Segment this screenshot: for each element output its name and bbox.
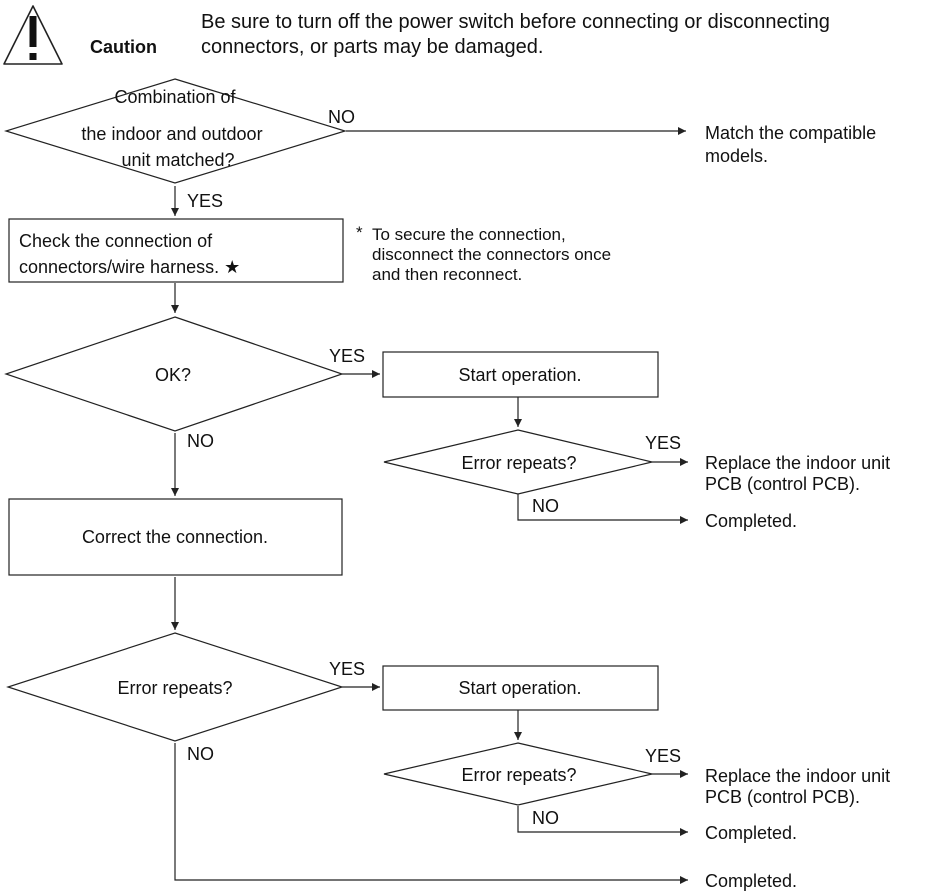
note-line3: and then reconnect. bbox=[372, 265, 522, 284]
err2-no-label: NO bbox=[532, 496, 559, 516]
err2-yes-label: YES bbox=[645, 433, 681, 453]
err3-yes-label: YES bbox=[645, 746, 681, 766]
match-line2: models. bbox=[705, 146, 768, 166]
replace-1-line1: Replace the indoor unit bbox=[705, 453, 890, 473]
decision-ok: OK? bbox=[4, 316, 344, 432]
ok-no-label: NO bbox=[187, 431, 214, 451]
combination-line3: unit matched? bbox=[121, 150, 234, 170]
combination-no-label: NO bbox=[328, 107, 355, 127]
completed-1: Completed. bbox=[705, 511, 797, 531]
caution-header: Caution Be sure to turn off the power sw… bbox=[3, 5, 830, 65]
note-line2: disconnect the connectors once bbox=[372, 245, 611, 264]
combination-line1: Combination of bbox=[114, 87, 236, 107]
err1-yes-label: YES bbox=[329, 659, 365, 679]
correct-label: Correct the connection. bbox=[82, 527, 268, 547]
caution-text-line1: Be sure to turn off the power switch bef… bbox=[201, 11, 830, 33]
ok-yes-label: YES bbox=[329, 346, 365, 366]
caution-label: Caution bbox=[90, 37, 157, 57]
completed-3: Completed. bbox=[705, 871, 797, 891]
replace-1-line2: PCB (control PCB). bbox=[705, 474, 860, 494]
connectors bbox=[171, 127, 688, 884]
edge-err2-no bbox=[517, 494, 688, 524]
warning-icon-bar bbox=[29, 16, 37, 47]
error-repeats-1-label: Error repeats? bbox=[117, 678, 232, 698]
match-line1: Match the compatible bbox=[705, 123, 876, 143]
start-operation-1-label: Start operation. bbox=[458, 365, 581, 385]
note-reconnect: * To secure the connection, disconnect t… bbox=[356, 223, 611, 284]
process-check-connection: Check the connection of connectors/wire … bbox=[8, 218, 344, 283]
combination-line2: the indoor and outdoor bbox=[81, 124, 262, 144]
decision-error-repeats-3: Error repeats? bbox=[383, 742, 653, 806]
start-operation-2-label: Start operation. bbox=[458, 678, 581, 698]
error-repeats-2-label: Error repeats? bbox=[461, 453, 576, 473]
decision-combination: Combination of the indoor and outdoor un… bbox=[3, 78, 348, 184]
err3-no-label: NO bbox=[532, 808, 559, 828]
process-correct-connection: Correct the connection. bbox=[8, 498, 343, 576]
process-start-operation-1: Start operation. bbox=[382, 351, 659, 398]
check-line2: connectors/wire harness. ★ bbox=[19, 257, 240, 277]
caution-text-line2: connectors, or parts may be damaged. bbox=[201, 36, 543, 58]
err1-no-label: NO bbox=[187, 744, 214, 764]
error-repeats-3-label: Error repeats? bbox=[461, 765, 576, 785]
check-line1: Check the connection of bbox=[19, 231, 213, 251]
decision-error-repeats-1: Error repeats? bbox=[6, 632, 344, 742]
note-line1: To secure the connection, bbox=[372, 225, 566, 244]
edge-err1-no bbox=[174, 743, 688, 884]
note-mark: * bbox=[356, 223, 363, 242]
combination-yes-label: YES bbox=[187, 191, 223, 211]
completed-2: Completed. bbox=[705, 823, 797, 843]
process-start-operation-2: Start operation. bbox=[382, 665, 659, 711]
replace-2-line1: Replace the indoor unit bbox=[705, 766, 890, 786]
replace-2-line2: PCB (control PCB). bbox=[705, 787, 860, 807]
warning-icon-dot bbox=[29, 53, 37, 60]
ok-label: OK? bbox=[155, 365, 191, 385]
edge-err3-no bbox=[517, 806, 688, 836]
decision-error-repeats-2: Error repeats? bbox=[383, 429, 653, 495]
